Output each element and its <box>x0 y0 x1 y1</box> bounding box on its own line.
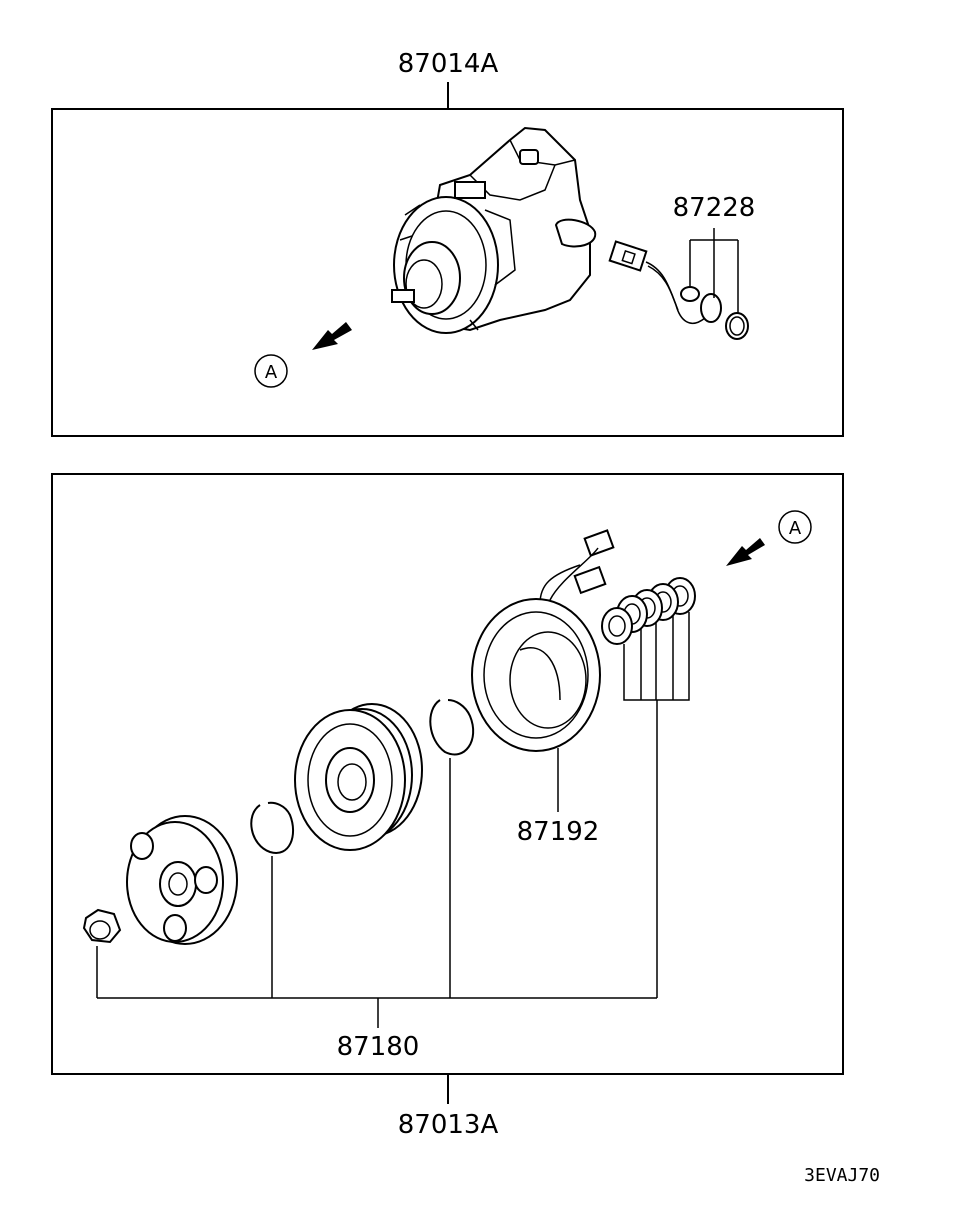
clutch-kit-panel <box>51 473 844 1075</box>
assembly-bottom-label[interactable]: 87013A <box>398 1110 499 1140</box>
view-direction-arrow-top <box>312 322 352 350</box>
armature-plate[interactable] <box>126 815 238 945</box>
snap-ring-coil[interactable] <box>429 699 475 756</box>
view-ref-top-label: A <box>265 362 278 383</box>
compressor[interactable] <box>391 126 597 334</box>
hex-nut[interactable] <box>82 908 122 944</box>
snap-ring-pulley[interactable] <box>250 801 295 854</box>
drawing-code: 3EVAJ70 <box>804 1165 880 1186</box>
harness-assembly[interactable] <box>608 240 749 340</box>
clutch-kit-label[interactable]: 87180 <box>337 1032 420 1062</box>
view-direction-arrow-bottom <box>726 538 765 566</box>
field-coil[interactable] <box>471 529 615 752</box>
coil-label[interactable]: 87192 <box>517 817 600 847</box>
view-ref-bottom-circle <box>778 510 812 544</box>
view-ref-top-circle <box>254 354 288 388</box>
harness-label[interactable]: 87228 <box>673 193 756 223</box>
pulley[interactable] <box>294 703 423 851</box>
shim-set[interactable] <box>601 577 696 645</box>
clutch-kit-leader <box>97 700 658 1028</box>
view-ref-bottom-label: A <box>789 518 802 539</box>
harness-leader <box>689 228 739 313</box>
assembly-top-label[interactable]: 87014A <box>398 49 499 79</box>
